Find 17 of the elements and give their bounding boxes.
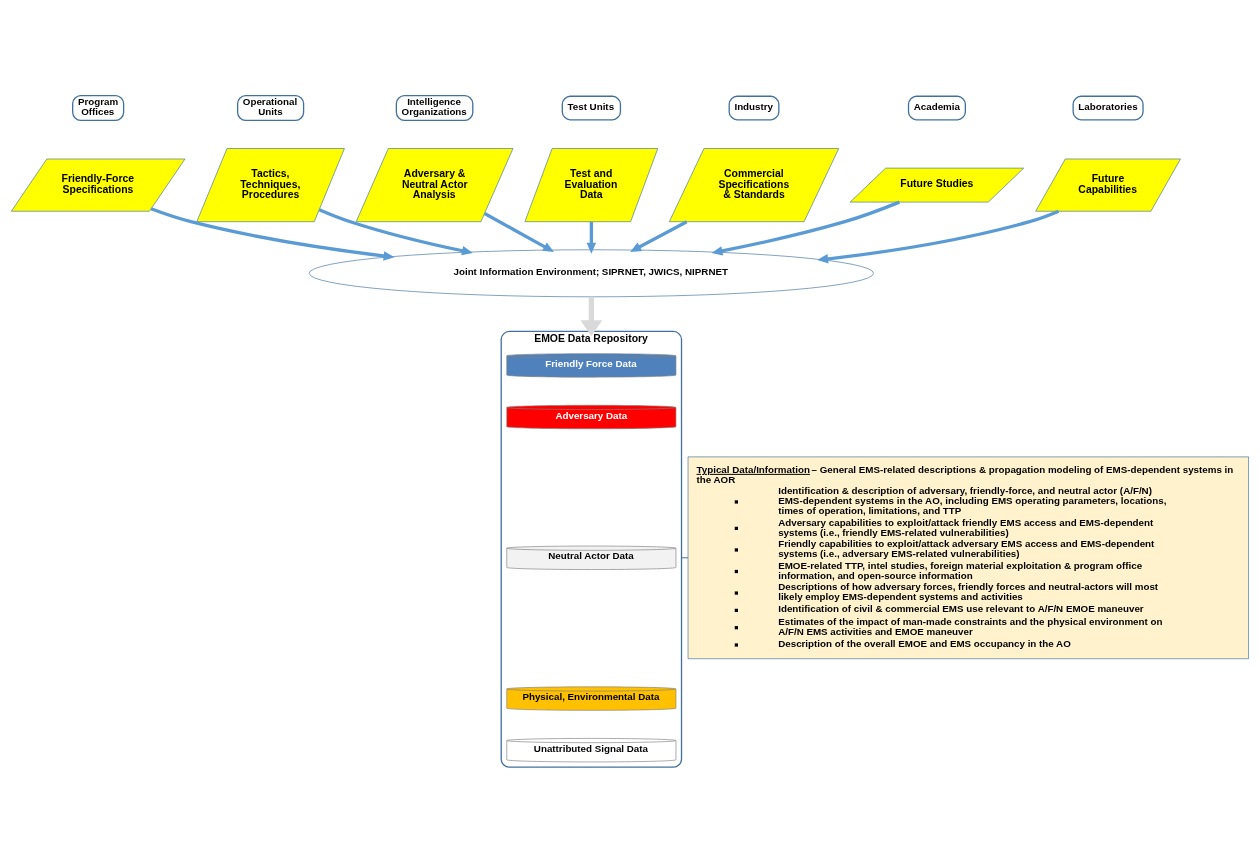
arrow	[630, 219, 688, 252]
arrow	[150, 206, 395, 261]
arrow	[586, 221, 597, 254]
node-box: Laboratories	[1072, 95, 1144, 120]
arrow	[817, 209, 1060, 264]
node-box: Intelligence Organizations	[395, 94, 474, 121]
arrow	[580, 296, 603, 336]
arrow	[711, 200, 900, 256]
node-box: Academia	[907, 95, 966, 120]
node-box: Operational Units	[236, 94, 305, 121]
node-box: Program Offices	[72, 94, 125, 121]
node-box: Industry	[728, 95, 780, 120]
node-box: Test Units	[561, 95, 622, 120]
arrow	[483, 211, 554, 252]
connector	[681, 556, 689, 558]
node-box: Typical Data/Information – General EMS-related descriptions & propagation modeling of EMS-dependent systems in the AOR Identification & description of adversary, friendly-force, and neutral actor (A/F/N) EMS-dependent systems in the AO, including EMS operating parameters, locations, times of operation, limitations, and TTP Adversary capabilities to exploit/attack friendly EMS access and EMS-dependent systems (i.e., friendly EMS-related vulnerabilities) Friendly capabilities to exploit/attack adversary EMS access and EMS-dependent systems (i.e., adversary EMS-related vulnerabilities) EMOE-related TTP, intel studies, foreign material exploitation & program office information, and open-source information Descriptions of how adversary forces, friendly forces and neutral-actors will most likely employ EMS-dependent systems and activities Identification of civil & commercial EMS use relevant to A/F/N EMOE maneuver Estimates of the impact of man-made constraints and the physical environment on A/F/N EMS activities and EMOE maneuver Description of the overall EMOE and EMS occupancy in the AO	[687, 456, 1249, 659]
arrow	[318, 207, 473, 255]
